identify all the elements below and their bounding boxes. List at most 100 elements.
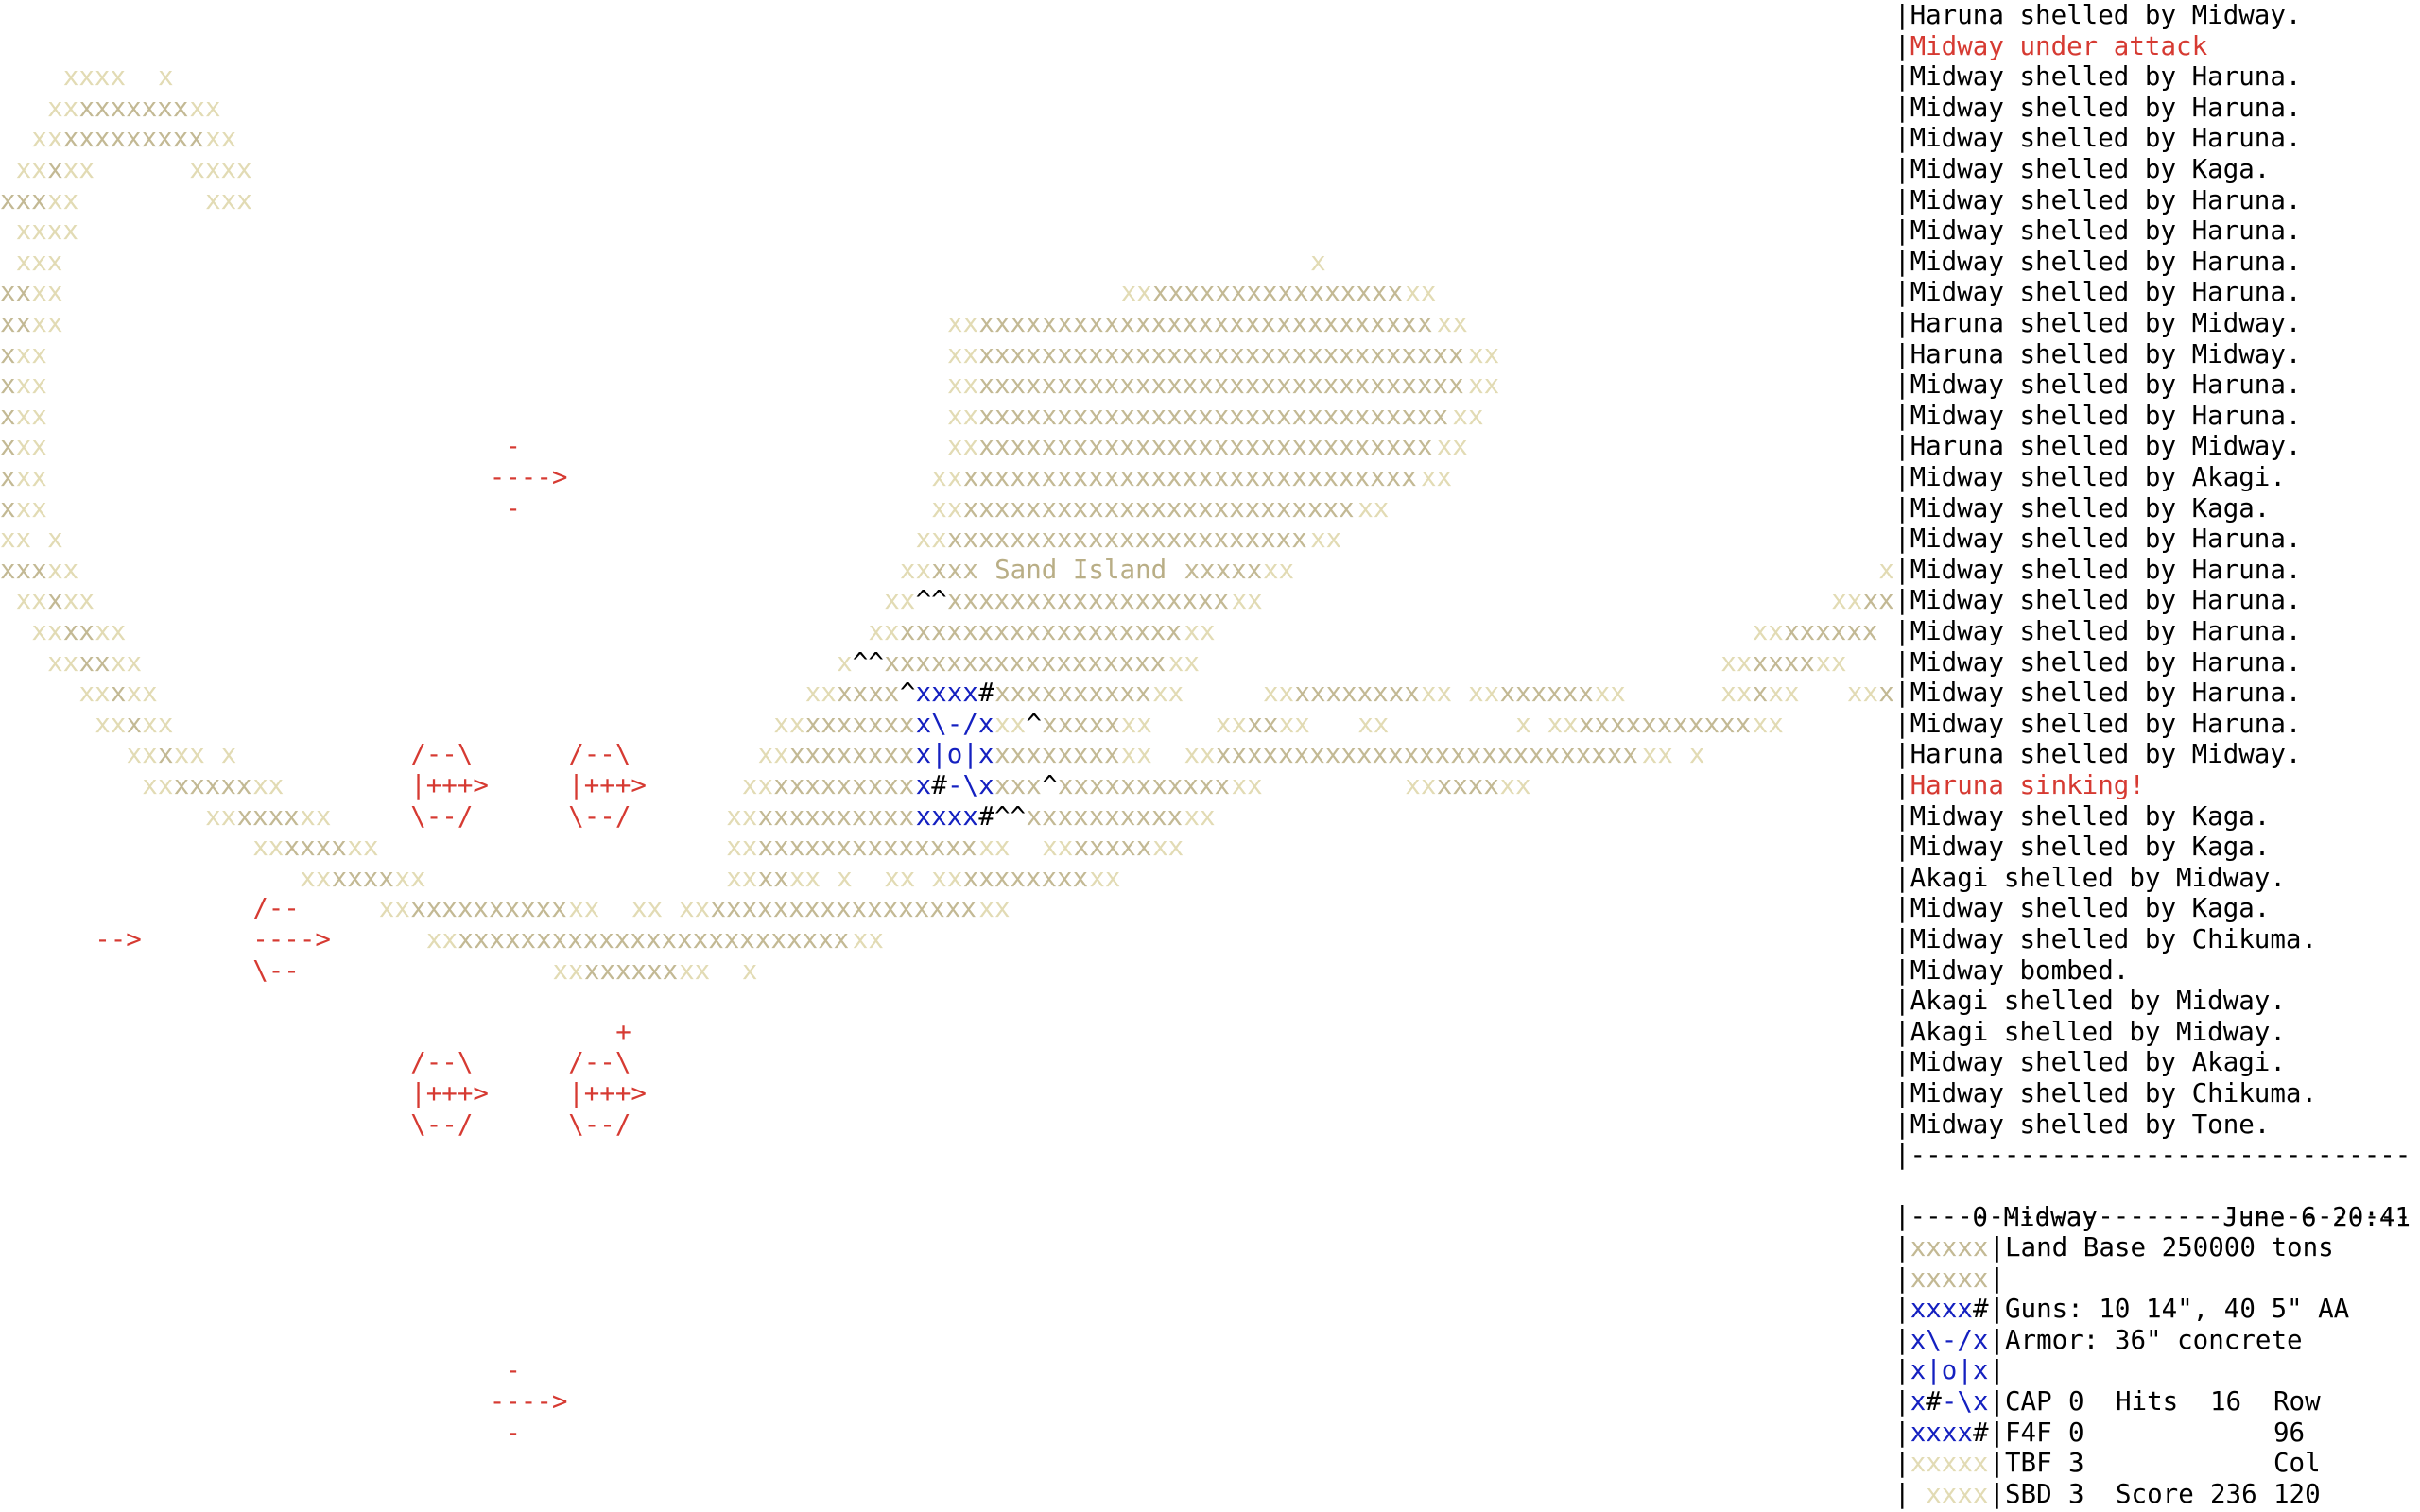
enemy-ship-icon[interactable]: \--/: [568, 800, 631, 832]
log-border: |: [1894, 524, 1910, 555]
shore-tile: xx: [142, 770, 174, 800]
enemy-ship-icon[interactable]: \--: [252, 954, 300, 986]
log-entry: |Midway shelled by Haruna.: [1894, 277, 2301, 308]
land-tile: x: [1878, 678, 1894, 709]
land-tile: xxxx: [284, 832, 347, 863]
shore-tile: x: [1688, 739, 1705, 770]
enemy-ship-icon[interactable]: /--\: [568, 739, 631, 770]
shore-tile: xx: [1231, 585, 1263, 616]
enemy-ship-icon[interactable]: |+++>: [568, 1078, 647, 1108]
shore-tile: xx: [1405, 277, 1437, 308]
enemy-ship-icon[interactable]: |+++>: [568, 770, 647, 800]
base-tile[interactable]: -\x: [947, 770, 994, 800]
shore-tile: xx: [15, 462, 47, 492]
shore-tile: xx: [947, 338, 979, 369]
enemy-ship-icon[interactable]: -: [505, 431, 521, 462]
log-message: Haruna shelled by Midway.: [1910, 0, 2302, 30]
land-tile: xx: [0, 277, 32, 308]
shore-tile: xx: [1846, 678, 1879, 709]
log-border: |: [1894, 708, 1910, 739]
shore-tile: xx: [1547, 708, 1579, 739]
log-entry: |Akagi shelled by Midway.: [1894, 986, 2286, 1017]
log-entry: |Midway shelled by Kaga.: [1894, 154, 2270, 185]
shore-tile: xx: [884, 585, 916, 616]
portrait-border: |: [1989, 1417, 2005, 1448]
land-tile: xxxxxxx: [804, 708, 915, 739]
enemy-ship-icon[interactable]: -: [505, 1355, 521, 1386]
land-tile: xxxxxxxxxxxxxxxxxxxxxxxxx: [458, 924, 850, 954]
land-tile: xxxxxxxxxxxxxxxxxxxxxxxxxxxxxxx: [978, 369, 1464, 401]
enemy-ship-icon[interactable]: /--: [252, 893, 300, 924]
terrain-marker: #: [978, 678, 994, 709]
enemy-ship-icon[interactable]: \--/: [568, 1108, 631, 1140]
log-entry: |Midway shelled by Haruna.: [1894, 185, 2301, 216]
shore-tile: xx: [47, 92, 79, 123]
shore-tile: xx: [1089, 862, 1121, 893]
log-message: Midway shelled by Haruna.: [1910, 61, 2302, 93]
shore-tile: xx: [47, 184, 79, 215]
log-border: |: [1894, 954, 1910, 986]
enemy-ship-icon[interactable]: -->: [95, 924, 142, 954]
base-tile[interactable]: xxxx: [915, 800, 978, 832]
log-message: Midway shelled by Chikuma.: [1910, 1078, 2318, 1108]
shore-tile: x: [158, 61, 174, 93]
base-tile[interactable]: xxxx: [915, 678, 978, 709]
enemy-ship-icon[interactable]: |+++>: [410, 770, 489, 800]
land-tile: x: [158, 739, 174, 770]
enemy-ship-icon[interactable]: +: [615, 1016, 631, 1047]
log-entry: |Midway bombed.: [1894, 955, 2129, 987]
log-entry: |Midway shelled by Haruna.: [1894, 678, 2301, 709]
log-entry: |Akagi shelled by Midway.: [1894, 863, 2286, 894]
enemy-ship-icon[interactable]: /--\: [410, 1047, 474, 1078]
enemy-ship-icon[interactable]: ---->: [489, 1386, 568, 1417]
shore-tile: xx: [1405, 770, 1437, 800]
base-tile[interactable]: x\-/x: [915, 708, 994, 739]
log-border: |: [1894, 800, 1910, 832]
shore-tile: xx: [552, 954, 584, 986]
shore-tile: xx: [947, 308, 979, 338]
land-tile: xxxxxx: [583, 954, 679, 986]
hits-label: Hits: [2116, 1386, 2179, 1417]
sbd-label: SBD: [2005, 1479, 2052, 1509]
log-border: |: [1894, 61, 1910, 93]
shore-tile: xx: [1184, 739, 1216, 770]
shore-tile: xx: [110, 646, 143, 678]
shore-tile: xxx: [15, 246, 63, 277]
shore-tile: xx: [15, 431, 47, 462]
enemy-ship-icon[interactable]: ---->: [252, 924, 331, 954]
ship-index: 0: [1972, 1201, 1988, 1232]
ship-armor: Armor: 36" concrete: [2005, 1325, 2303, 1355]
shore-tile: xx: [47, 646, 79, 678]
base-tile[interactable]: x|o|x: [915, 739, 994, 770]
log-entry: |Akagi shelled by Midway.: [1894, 1017, 2286, 1048]
log-entry: |Midway shelled by Kaga.: [1894, 801, 2270, 833]
enemy-ship-icon[interactable]: -: [505, 1417, 521, 1448]
land-tile: xx: [1247, 708, 1279, 739]
enemy-ship-icon[interactable]: -: [505, 492, 521, 524]
shore-tile: xx: [1468, 369, 1500, 401]
enemy-ship-icon[interactable]: ---->: [489, 462, 568, 492]
land-tile: xxxxxxxxxxxxxxxxx: [710, 893, 977, 924]
shore-tile: xx: [931, 862, 963, 893]
log-message: Midway shelled by Haruna.: [1910, 277, 2302, 308]
shore-tile: xx: [378, 893, 410, 924]
enemy-ship-icon[interactable]: /--\: [568, 1047, 631, 1078]
log-border: |: [1894, 862, 1910, 893]
shore-tile: xx: [679, 893, 711, 924]
enemy-ship-icon[interactable]: \--/: [410, 800, 474, 832]
land-tile: x: [126, 708, 143, 739]
shore-tile: x: [1515, 708, 1531, 739]
log-border: |: [1894, 893, 1910, 924]
log-message: Midway shelled by Kaga.: [1910, 893, 2271, 924]
shore-tile: xx: [252, 770, 285, 800]
shore-tile: xx: [142, 708, 174, 739]
log-entry: |Midway shelled by Tone.: [1894, 1109, 2270, 1141]
land-tile: xxxxxxxxxx: [410, 893, 567, 924]
enemy-ship-icon[interactable]: |+++>: [410, 1078, 489, 1108]
base-tile[interactable]: x: [915, 770, 932, 800]
shore-tile: xx: [425, 924, 458, 954]
log-entry: |Midway shelled by Haruna.: [1894, 247, 2301, 278]
enemy-ship-icon[interactable]: \--/: [410, 1108, 474, 1140]
log-entry: |Midway shelled by Haruna.: [1894, 401, 2301, 432]
enemy-ship-icon[interactable]: /--\: [410, 739, 474, 770]
